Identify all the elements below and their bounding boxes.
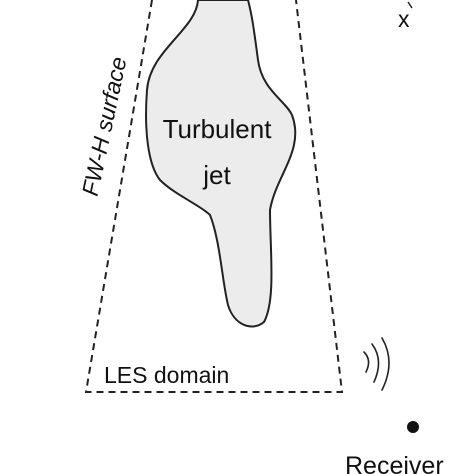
turbulent-jet-shape <box>145 0 297 328</box>
les-domain-boundary <box>84 0 344 393</box>
fwh-surface-label: FW-H surface <box>77 54 132 198</box>
jet-label-line1: Turbulent <box>163 114 273 144</box>
axis-x-label: x <box>398 6 410 32</box>
receiver-dot-icon <box>407 421 419 433</box>
sound-wave-icon <box>363 337 390 391</box>
les-domain-label: LES domain <box>104 362 229 388</box>
axis-x-tick <box>407 1 413 9</box>
receiver-label: Receiver <box>345 452 444 474</box>
jet-label-line2: jet <box>202 160 231 190</box>
